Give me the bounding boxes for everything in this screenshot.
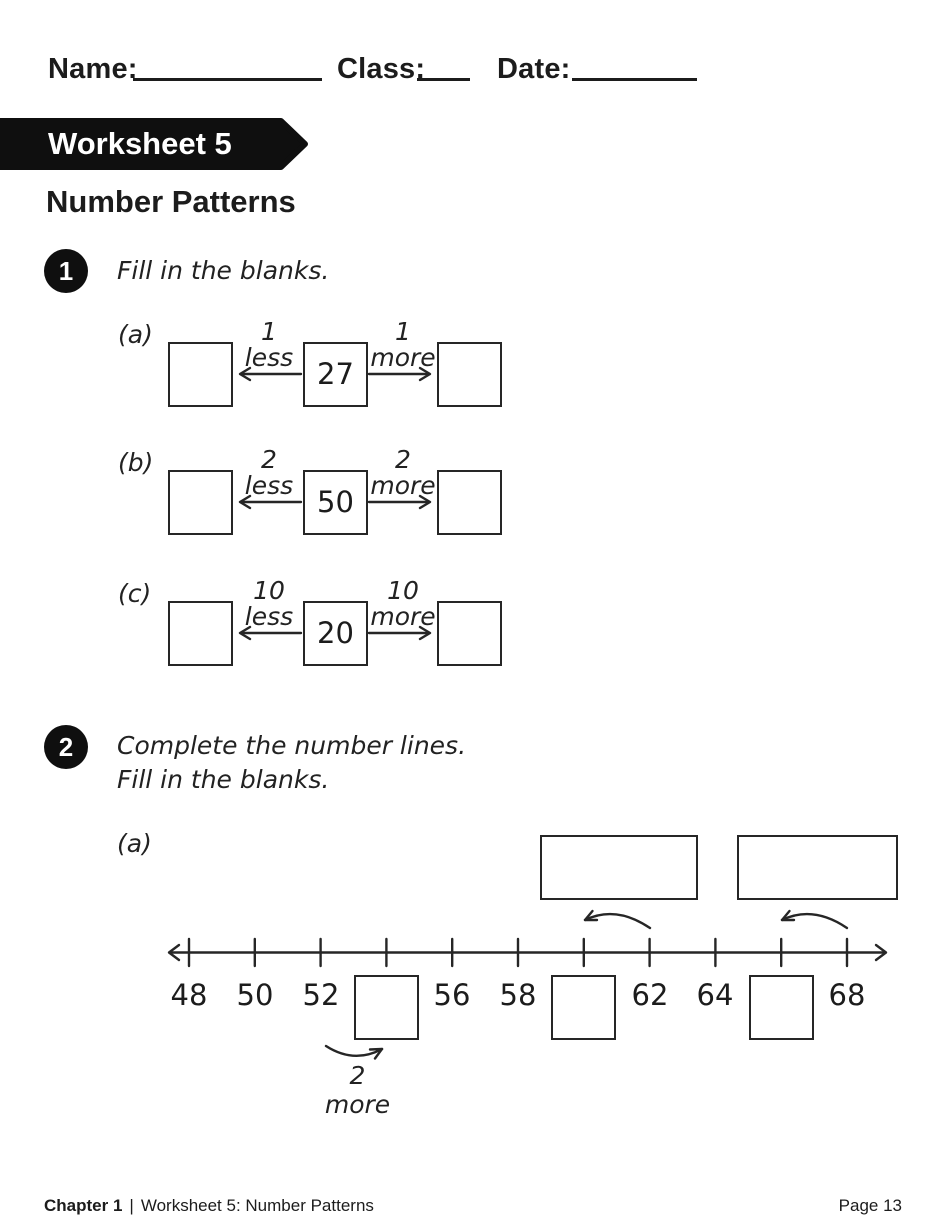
center-value-box: 50 <box>303 470 368 535</box>
tick-label: 48 <box>170 978 208 1012</box>
more-label-stack: 2 more <box>366 447 440 499</box>
answer-rect-2[interactable] <box>737 835 898 900</box>
part-label: (a) <box>118 320 153 349</box>
more-word: more <box>370 343 436 372</box>
more-word: more <box>370 602 436 631</box>
footer-left: Chapter 1 | Worksheet 5: Number Patterns <box>44 1196 374 1216</box>
less-word: less <box>244 343 294 372</box>
part-label: (b) <box>118 448 154 477</box>
page-heading: Number Patterns <box>46 184 296 219</box>
tick-label: 58 <box>499 978 537 1012</box>
less-label-stack: 2 less <box>232 447 306 499</box>
center-value-box: 20 <box>303 601 368 666</box>
less-word: less <box>244 602 294 631</box>
two-more-arc-icon <box>324 1044 384 1060</box>
right-arrow-icon <box>367 625 432 641</box>
answer-box-less[interactable] <box>168 601 233 666</box>
tick-label: 64 <box>696 978 734 1012</box>
footer-page-number: Page 13 <box>838 1196 902 1215</box>
tick-label: 68 <box>828 978 866 1012</box>
number-line <box>167 937 888 968</box>
left-arrow-icon <box>238 366 303 382</box>
q1-part-a-row: (a) 1 less 27 1 more <box>0 319 928 412</box>
question-2-instruction-line1: Complete the number lines. <box>117 731 467 760</box>
answer-box-more[interactable] <box>437 470 502 535</box>
date-label: Date: <box>497 53 571 85</box>
right-arrow-icon <box>367 366 432 382</box>
numberline-answer-box-66[interactable] <box>749 975 814 1040</box>
question-1-instruction: Fill in the blanks. <box>117 256 330 285</box>
answer-box-more[interactable] <box>437 342 502 407</box>
part-label: (c) <box>118 579 152 608</box>
tick-label: 56 <box>433 978 471 1012</box>
less-amount: 10 <box>253 576 285 605</box>
tick-label: 52 <box>302 978 340 1012</box>
q2-part-label: (a) <box>117 829 152 858</box>
less-label-stack: 1 less <box>232 319 306 371</box>
question-2-instruction-line2: Fill in the blanks. <box>117 765 330 794</box>
curve-arrow-icon <box>780 909 849 930</box>
class-blank-line[interactable] <box>417 78 470 81</box>
more-word: more <box>370 471 436 500</box>
more-label-stack: 10 more <box>366 578 440 630</box>
less-word: less <box>244 471 294 500</box>
answer-box-more[interactable] <box>437 601 502 666</box>
question-1-number: 1 <box>44 249 88 293</box>
right-arrow-icon <box>367 494 432 510</box>
answer-rect-1[interactable] <box>540 835 698 900</box>
footer-chapter: Chapter 1 <box>44 1196 123 1215</box>
curve-arrow-icon <box>583 909 652 930</box>
numberline-answer-box-60[interactable] <box>551 975 616 1040</box>
left-arrow-icon <box>238 494 303 510</box>
less-amount: 1 <box>261 317 277 346</box>
date-blank-line[interactable] <box>572 78 697 81</box>
name-blank-line[interactable] <box>133 78 322 81</box>
left-arrow-icon <box>238 625 303 641</box>
banner-title: Worksheet 5 <box>48 126 232 161</box>
tick-label: 62 <box>631 978 669 1012</box>
more-amount: 10 <box>387 576 419 605</box>
numberline-answer-box-54[interactable] <box>354 975 419 1040</box>
q1-part-c-row: (c) 10 less 20 10 more <box>0 578 928 671</box>
less-label-stack: 10 less <box>232 578 306 630</box>
two-more-annotation: 2 more <box>324 1061 391 1119</box>
class-label: Class: <box>337 53 426 85</box>
footer-worksheet-title: Worksheet 5: Number Patterns <box>140 1196 374 1215</box>
center-value-box: 27 <box>303 342 368 407</box>
tick-label: 50 <box>236 978 274 1012</box>
banner-pennant-shape <box>0 118 308 170</box>
answer-box-less[interactable] <box>168 470 233 535</box>
more-amount: 1 <box>395 317 411 346</box>
answer-box-less[interactable] <box>168 342 233 407</box>
less-amount: 2 <box>261 445 277 474</box>
more-label-stack: 1 more <box>366 319 440 371</box>
name-label: Name: <box>48 53 138 85</box>
more-amount: 2 <box>395 445 411 474</box>
q1-part-b-row: (b) 2 less 50 2 more <box>0 447 928 540</box>
footer-separator: | <box>129 1196 134 1215</box>
question-2-number: 2 <box>44 725 88 769</box>
